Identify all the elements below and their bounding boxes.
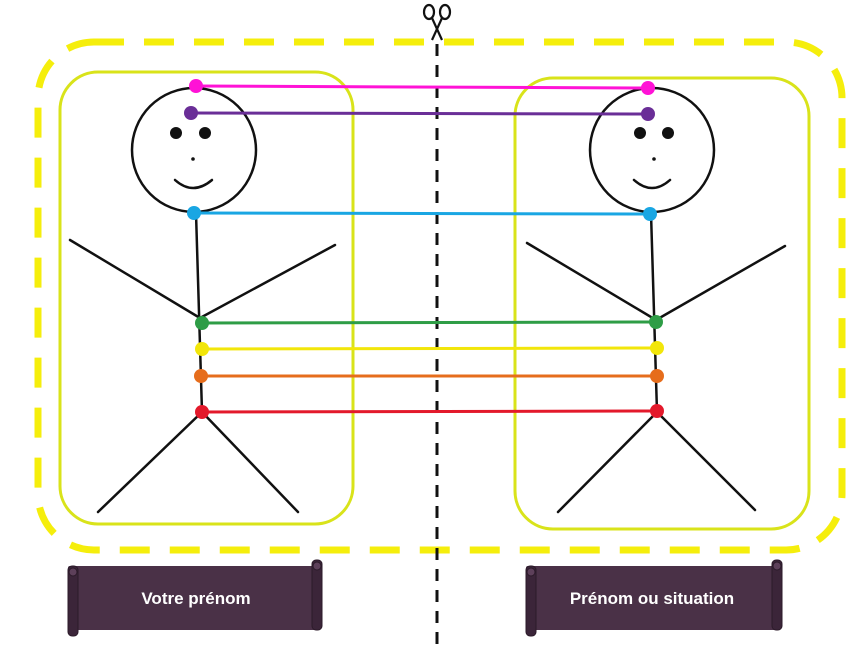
- left-figure-leg: [200, 410, 300, 514]
- scissors-icon: [422, 3, 452, 41]
- right-figure-leg: [655, 410, 757, 512]
- cords: [184, 79, 664, 419]
- cord-orange-end-right: [650, 369, 664, 383]
- cord-orange-end-left: [194, 369, 208, 383]
- right-stick-figure: [525, 86, 787, 514]
- right-name-banner: Prénom ou situation: [525, 559, 783, 637]
- left-figure-eye: [199, 127, 211, 139]
- left-figure-mouth: [173, 178, 214, 190]
- right-figure-arm: [654, 244, 787, 322]
- right-figure-head: [588, 86, 716, 214]
- right-banner-label: Prénom ou situation: [570, 589, 734, 608]
- cord-purple-end-left: [184, 106, 198, 120]
- right-figure-arm: [525, 241, 658, 322]
- left-figure-eye: [170, 127, 182, 139]
- cord-green: [201, 320, 657, 325]
- cord-magenta-end-right: [641, 81, 655, 95]
- left-figure-arm: [68, 238, 202, 320]
- left-banner-label: Votre prénom: [141, 589, 250, 608]
- left-figure-head: [130, 86, 258, 214]
- left-figure-arm: [198, 243, 337, 320]
- cord-green-end-left: [195, 316, 209, 330]
- right-figure-leg: [556, 410, 659, 514]
- right-figure-mouth: [632, 178, 672, 190]
- left-figure-nose: [191, 157, 195, 161]
- cord-magenta: [195, 84, 649, 90]
- cord-red-end-right: [650, 404, 664, 418]
- cord-purple: [190, 111, 649, 116]
- cord-cyan: [193, 211, 651, 216]
- cord-yellow: [201, 346, 658, 351]
- cord-magenta-end-left: [189, 79, 203, 93]
- cord-yellow-end-right: [650, 341, 664, 355]
- cord-yellow-end-left: [195, 342, 209, 356]
- cord-red: [201, 409, 658, 414]
- left-name-banner: Votre prénom: [67, 559, 323, 637]
- right-figure-eye: [634, 127, 646, 139]
- right-person-frame: [513, 76, 811, 531]
- cord-green-end-right: [649, 315, 663, 329]
- left-figure-leg: [96, 410, 204, 514]
- left-person-frame: [58, 70, 355, 526]
- cord-purple-end-right: [641, 107, 655, 121]
- outer-dashed-frame: [34, 38, 846, 554]
- cord-cyan-end-right: [643, 207, 657, 221]
- right-figure-nose: [652, 157, 656, 161]
- right-figure-eye: [662, 127, 674, 139]
- left-stick-figure: [68, 86, 337, 514]
- cord-cyan-end-left: [187, 206, 201, 220]
- cord-red-end-left: [195, 405, 209, 419]
